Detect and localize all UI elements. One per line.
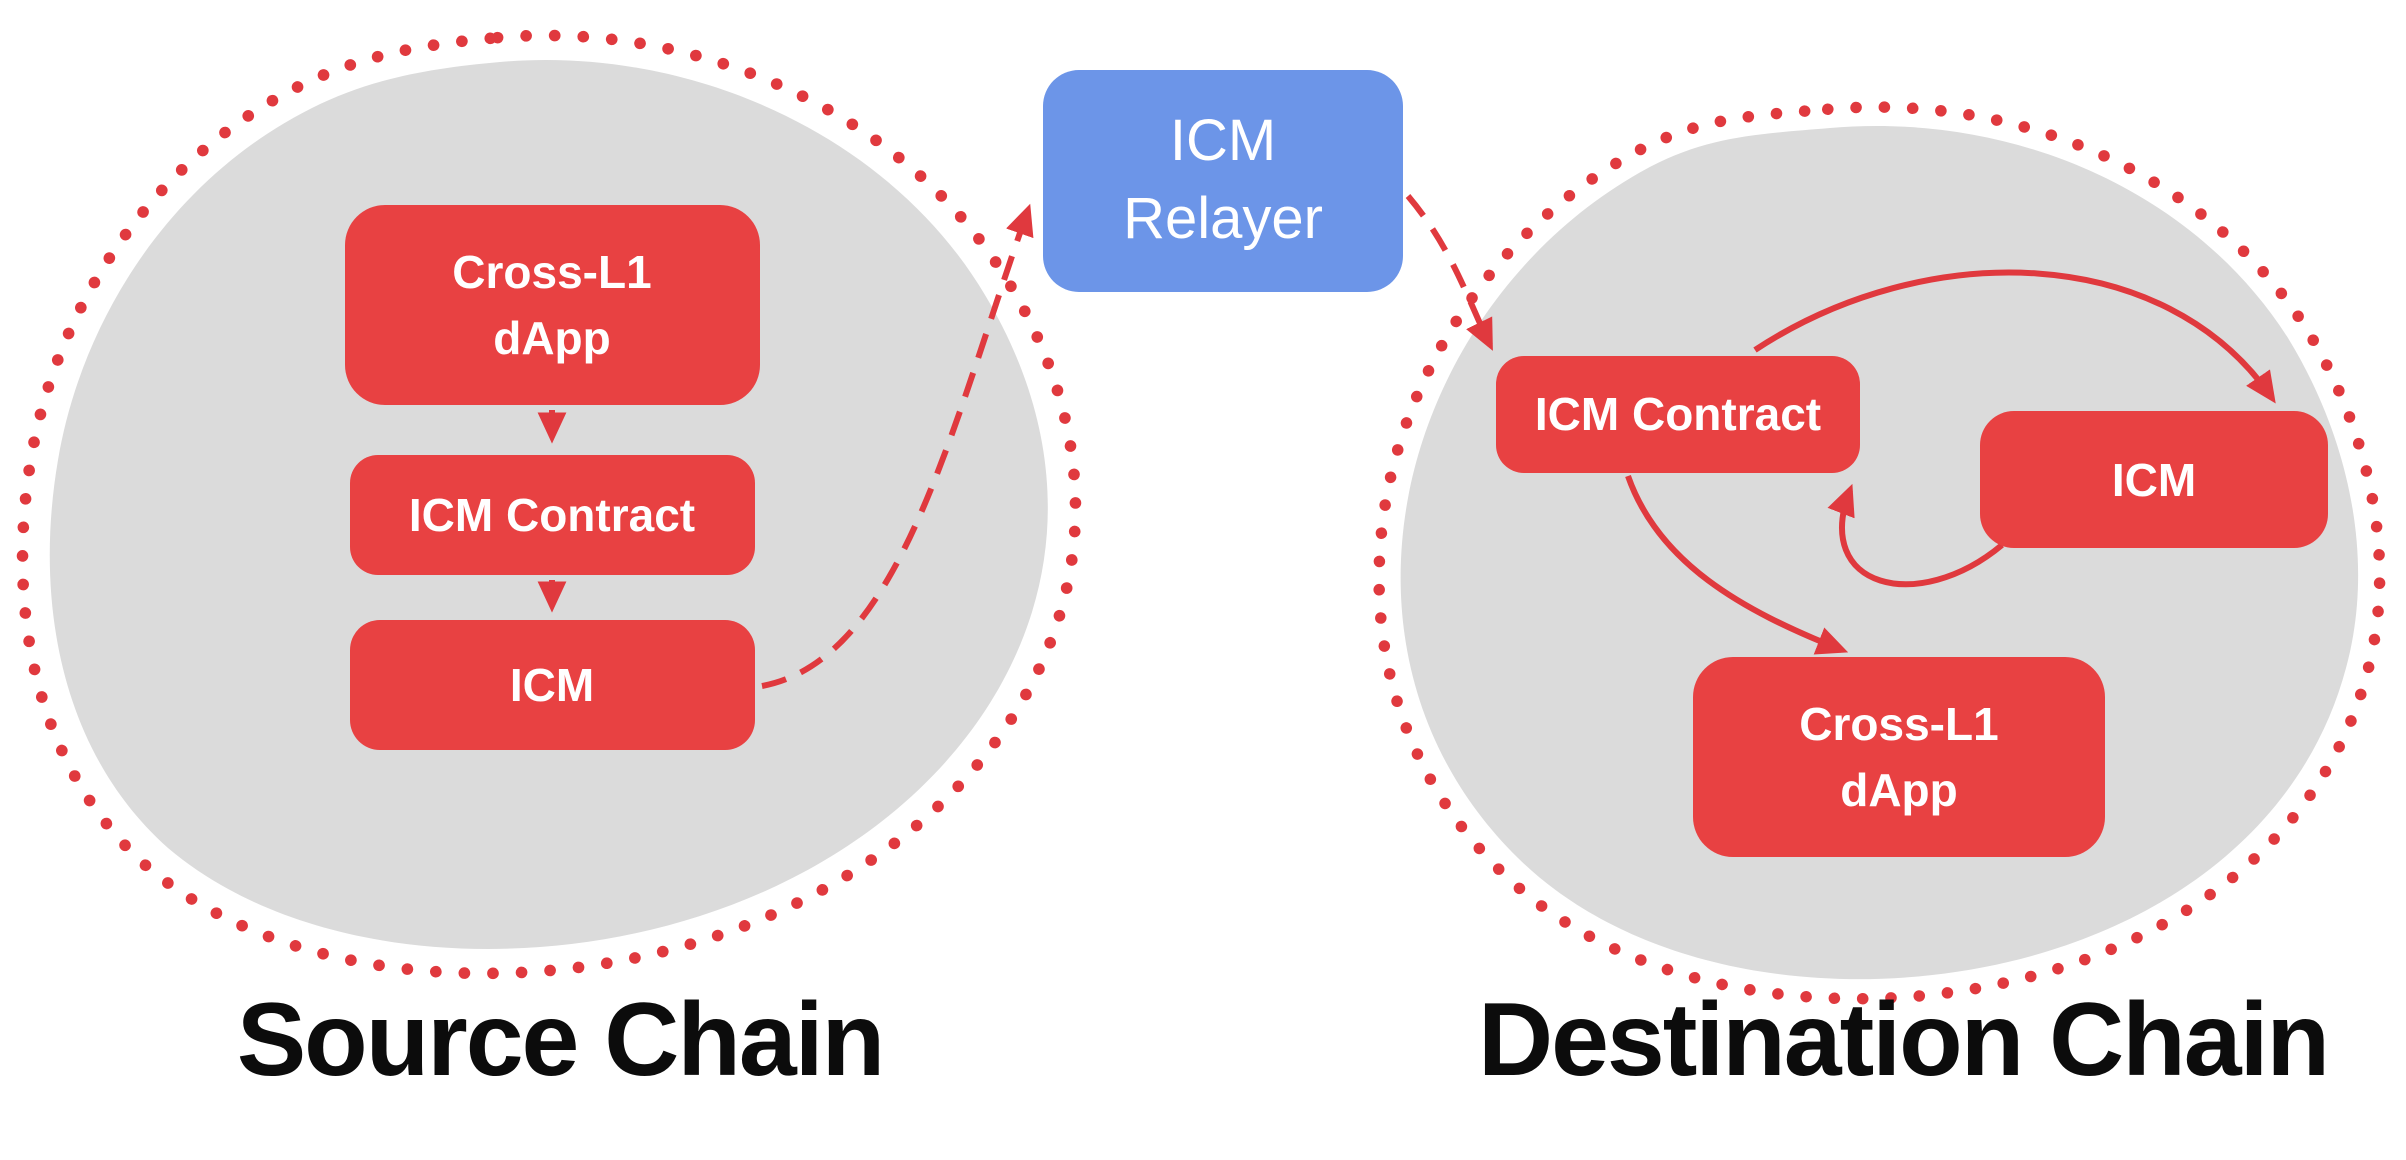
source-dapp-label-line1: Cross-L1 bbox=[452, 246, 651, 298]
source-cross-l1-dapp-rect bbox=[345, 205, 760, 405]
source-icm-contract-label: ICM Contract bbox=[409, 489, 695, 541]
destination-chain-title: Destination Chain bbox=[1478, 982, 2328, 1098]
destination-icm-rect bbox=[1980, 411, 2328, 548]
dashed-arrow-relayer-to-destination-contract bbox=[1405, 194, 1493, 351]
destination-chain-dotted-border bbox=[1373, 101, 2386, 1005]
source-chain-dotted-border bbox=[16, 29, 1082, 980]
source-icm-contract-rect bbox=[350, 455, 755, 575]
destination-dapp-label-line1: Cross-L1 bbox=[1799, 698, 1998, 750]
source-chain-title: Source Chain bbox=[237, 982, 883, 1098]
destination-icm-contract-box: ICM Contract bbox=[1496, 356, 1860, 473]
destination-icm-contract-label: ICM Contract bbox=[1535, 388, 1821, 440]
icm-relayer-label-line1: ICM bbox=[1170, 108, 1276, 173]
source-cross-l1-dapp-box: Cross-L1 dApp bbox=[345, 205, 760, 405]
source-icm-box: ICM bbox=[350, 620, 755, 750]
destination-chain-blob bbox=[1400, 125, 2359, 980]
arrow-dest-contract-to-dapp bbox=[1625, 475, 1849, 655]
icm-relayer-box: ICM Relayer bbox=[1043, 70, 1403, 292]
icm-relayer-rect bbox=[1043, 70, 1403, 292]
source-dapp-label-line2: dApp bbox=[493, 312, 611, 364]
destination-dapp-label-line2: dApp bbox=[1840, 764, 1958, 816]
source-icm-contract-box: ICM Contract bbox=[350, 455, 755, 575]
destination-cross-l1-dapp-box: Cross-L1 dApp bbox=[1693, 657, 2105, 857]
source-icm-rect bbox=[350, 620, 755, 750]
destination-icm-contract-rect bbox=[1496, 356, 1860, 473]
destination-icm-box: ICM bbox=[1980, 411, 2328, 548]
icm-relayer-label-line2: Relayer bbox=[1123, 186, 1323, 251]
arrow-dest-icm-to-contract bbox=[1827, 483, 2004, 588]
source-icm-label: ICM bbox=[510, 659, 594, 711]
dashed-arrow-source-icm-to-relayer bbox=[761, 203, 1034, 689]
destination-icm-label: ICM bbox=[2112, 454, 2196, 506]
arrow-dest-contract-to-icm bbox=[1753, 269, 2276, 404]
destination-cross-l1-dapp-rect bbox=[1693, 657, 2105, 857]
